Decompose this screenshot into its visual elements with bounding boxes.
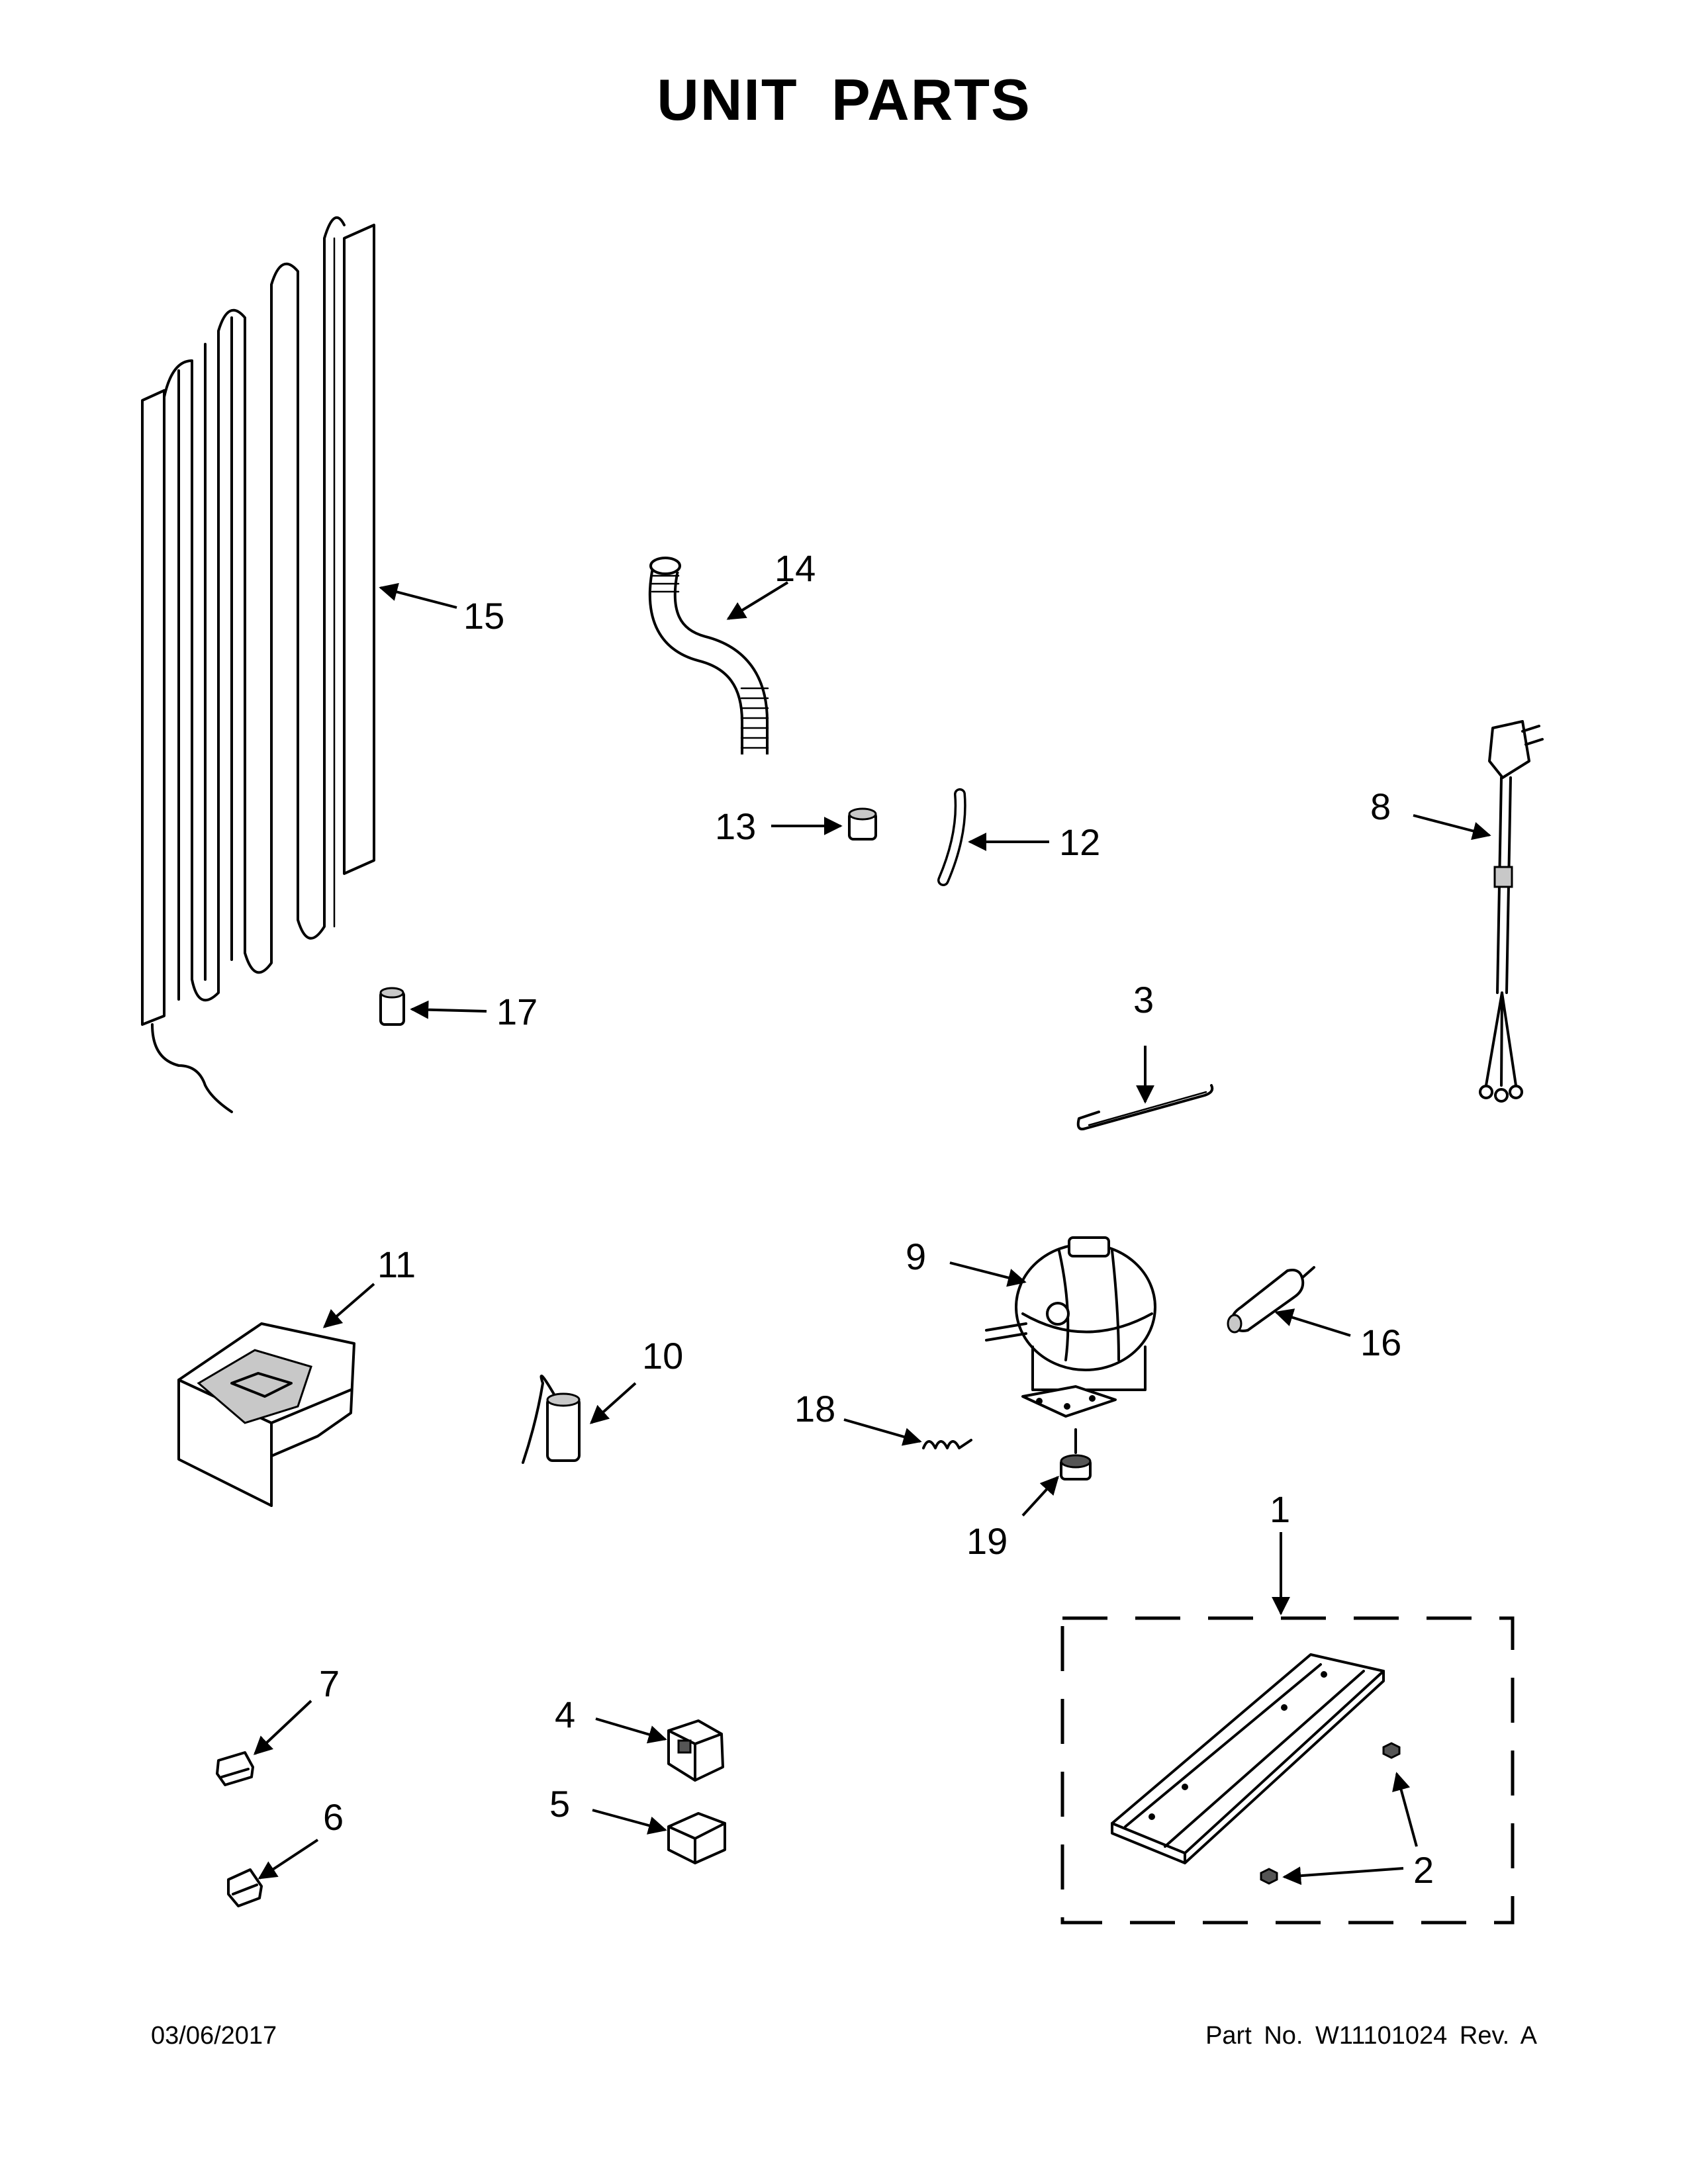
callout-11: 11 bbox=[377, 1244, 416, 1285]
part-3-wire bbox=[1076, 1084, 1214, 1130]
leader-17 bbox=[410, 1000, 487, 1019]
part-6-clip bbox=[227, 1868, 263, 1907]
part-13-grommet bbox=[848, 807, 877, 841]
callout-18: 18 bbox=[794, 1388, 835, 1430]
leader-9 bbox=[949, 1261, 1027, 1287]
callout-16: 16 bbox=[1360, 1322, 1401, 1363]
part-19-grommet bbox=[1060, 1428, 1092, 1480]
part-16-drier bbox=[1227, 1266, 1315, 1334]
part-5-cover bbox=[667, 1812, 726, 1864]
page-title: UNIT PARTS bbox=[657, 67, 1031, 132]
callout-1: 1 bbox=[1270, 1488, 1290, 1530]
part-12-tube bbox=[937, 788, 966, 886]
part-15-condenser bbox=[141, 216, 375, 1113]
leader-2b bbox=[1282, 1866, 1404, 1886]
leader-10 bbox=[589, 1382, 637, 1424]
callout-13: 13 bbox=[715, 805, 756, 847]
callout-2: 2 bbox=[1413, 1849, 1434, 1891]
leader-7 bbox=[253, 1700, 312, 1755]
callout-9: 9 bbox=[906, 1236, 926, 1277]
part-14-drain-hose bbox=[648, 557, 769, 754]
callout-3: 3 bbox=[1133, 979, 1154, 1021]
callout-10: 10 bbox=[642, 1335, 683, 1377]
part-4-relay bbox=[667, 1719, 724, 1782]
part-18-clip bbox=[922, 1439, 972, 1449]
callout-8: 8 bbox=[1370, 786, 1391, 827]
part-17-sleeve bbox=[379, 987, 405, 1026]
callout-15: 15 bbox=[463, 595, 504, 637]
part-10-capacitor bbox=[522, 1375, 581, 1464]
callout-7: 7 bbox=[319, 1662, 340, 1704]
part-7-clip bbox=[216, 1751, 254, 1786]
footer-date: 03/06/2017 bbox=[151, 2022, 277, 2050]
callout-5: 5 bbox=[549, 1783, 570, 1825]
leader-18 bbox=[843, 1418, 922, 1446]
callout-12: 12 bbox=[1059, 821, 1100, 863]
leader-6 bbox=[258, 1839, 319, 1880]
leader-11 bbox=[322, 1283, 375, 1328]
leader-4 bbox=[595, 1717, 667, 1744]
leader-14 bbox=[726, 581, 789, 620]
leader-19 bbox=[1021, 1475, 1059, 1517]
callout-6: 6 bbox=[323, 1796, 344, 1838]
footer-part-number: Part No. W11101024 Rev. A bbox=[1205, 2022, 1537, 2050]
callout-19: 19 bbox=[966, 1520, 1008, 1562]
leader-5 bbox=[592, 1809, 667, 1835]
callout-14: 14 bbox=[774, 547, 816, 589]
part-1-base-kit bbox=[1060, 1616, 1515, 1925]
part-11-drain-pan bbox=[177, 1322, 355, 1507]
leader-16 bbox=[1274, 1308, 1351, 1337]
part-2-screws bbox=[1260, 1742, 1401, 1885]
callout-4: 4 bbox=[555, 1694, 575, 1735]
leader-15 bbox=[379, 582, 457, 609]
leader-8 bbox=[1413, 814, 1491, 841]
callout-17: 17 bbox=[496, 991, 538, 1032]
part-8-power-cord bbox=[1479, 720, 1544, 1103]
part-9-compressor bbox=[985, 1236, 1156, 1418]
leader-2a bbox=[1392, 1772, 1418, 1847]
